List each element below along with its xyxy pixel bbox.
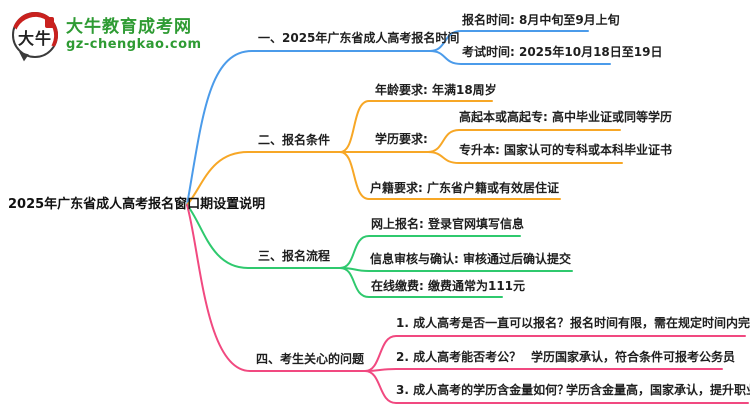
branch3-child-online-registration: 网上报名: 登录官网填写信息	[371, 217, 524, 231]
brand-bull-icon: 大牛	[6, 6, 64, 64]
branch4-q1: 1. 成人高考是否一直可以报名？	[396, 316, 570, 330]
branch2-child-education: 学历要求:	[375, 132, 428, 146]
branch1-label: 一、2025年广东省成人高考报名时间	[258, 31, 460, 45]
brand-icon-seal	[45, 17, 54, 28]
brand-logo: 大牛 大牛教育成考网 gz-chengkao.com	[6, 6, 202, 64]
branch4-a3: 学历含金量高，国家承认，提升职业竞争力	[566, 383, 750, 397]
branch2-label: 二、报名条件	[258, 133, 331, 147]
branch2-grandchild-zhuanshengben: 专升本: 国家认可的专科或本科毕业证书	[459, 143, 672, 157]
branch3-lines	[186, 204, 573, 298]
branch4-a1: 报名时间有限，需在规定时间内完成	[570, 316, 750, 330]
branch1-lines	[186, 30, 611, 206]
site-name: 大牛教育成考网	[66, 17, 192, 37]
brand-icon-text: 大牛	[17, 29, 52, 48]
branch2-grandchild-gaoqi: 高起本或高起专: 高中毕业证或同等学历	[459, 110, 672, 124]
branch4-a2: 学历国家承认，符合条件可报考公务员	[531, 350, 736, 364]
branch1-child-exam-time: 考试时间: 2025年10月18日至19日	[462, 45, 663, 59]
branch3-label: 三、报名流程	[258, 249, 331, 263]
branch4-q2: 2. 成人高考能否考公？	[396, 350, 522, 364]
site-url: gz-chengkao.com	[66, 36, 202, 52]
branch1-child-registration-time: 报名时间: 8月中旬至9月上旬	[462, 13, 620, 27]
branch2-child-age: 年龄要求: 年满18周岁	[375, 83, 497, 97]
branch3-child-online-payment: 在线缴费: 缴费通常为111元	[371, 279, 526, 293]
branch3-child-review-confirm: 信息审核与确认: 审核通过后确认提交	[370, 252, 571, 266]
branch2-child-hukou: 户籍要求: 广东省户籍或有效居住证	[370, 181, 559, 195]
branch4-lines	[186, 204, 749, 404]
branch4-label: 四、考生关心的问题	[256, 352, 365, 366]
branch4-q3: 3. 成人高考的学历含金量如何？	[396, 383, 570, 397]
brand-text: 大牛教育成考网 gz-chengkao.com	[66, 12, 202, 54]
branch2-lines	[186, 100, 623, 206]
root-topic: 2025年广东省成人高考报名窗口期设置说明	[8, 197, 266, 212]
